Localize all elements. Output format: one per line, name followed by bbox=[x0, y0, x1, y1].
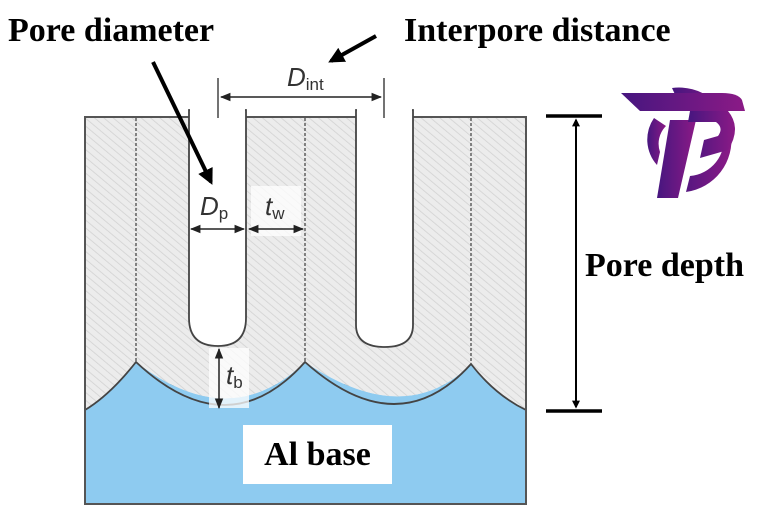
t-b-main: t bbox=[226, 360, 234, 390]
oxide-outline bbox=[84, 116, 527, 505]
tp-logo-icon bbox=[621, 87, 745, 198]
d-p-main: D bbox=[200, 191, 219, 221]
t-w-sub: w bbox=[272, 204, 285, 223]
d-p-symbol: Dp bbox=[200, 193, 228, 222]
pore-2 bbox=[355, 109, 414, 348]
d-int-symbol: Dint bbox=[287, 64, 324, 93]
interpore-distance-pointer-arrow bbox=[328, 34, 377, 63]
d-int-sub: int bbox=[305, 75, 324, 94]
t-b-sub: b bbox=[233, 373, 243, 392]
d-p-sub: p bbox=[218, 204, 229, 223]
t-w-main: t bbox=[265, 191, 273, 221]
al-base-label: Al base bbox=[264, 435, 371, 473]
t-b-symbol: tb bbox=[226, 362, 243, 391]
pore-depth-label: Pore depth bbox=[585, 247, 744, 284]
pore-diameter-label: Pore diameter bbox=[8, 12, 215, 49]
d-int-main: D bbox=[287, 62, 306, 92]
pore-diameter-pointer-arrow bbox=[151, 61, 213, 185]
barrier-interface-line bbox=[84, 360, 527, 411]
t-w-symbol: tw bbox=[265, 193, 285, 222]
al-base-label-box: Al base bbox=[243, 425, 392, 484]
interpore-distance-label: Interpore distance bbox=[404, 12, 671, 49]
pore-1 bbox=[188, 109, 247, 347]
